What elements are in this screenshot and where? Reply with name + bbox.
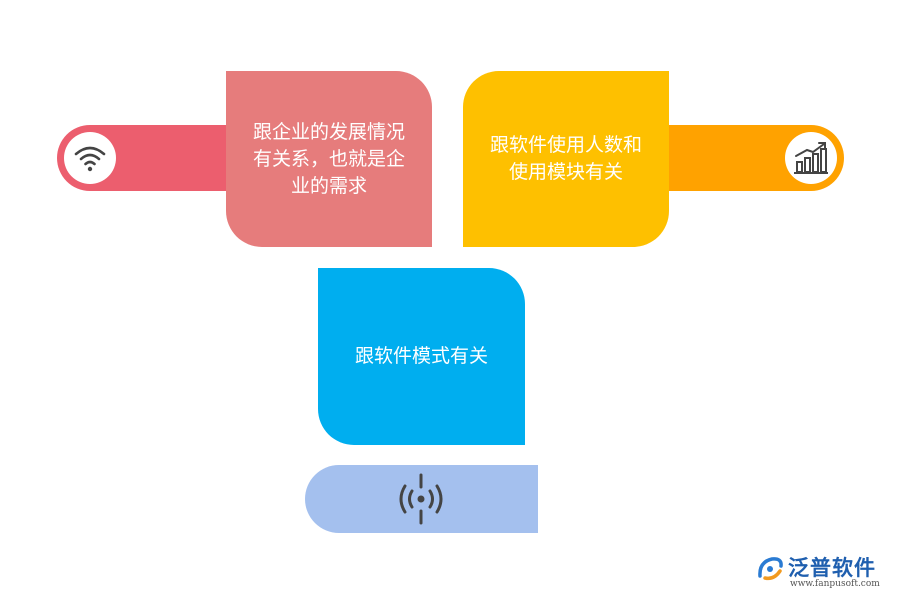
fanpu-logo-mark bbox=[758, 557, 783, 581]
tab-mode bbox=[305, 465, 538, 533]
card-mode: 跟软件模式有关 bbox=[318, 268, 525, 445]
bar-chart-icon bbox=[794, 142, 828, 174]
card-enterprise-text: 跟企业的发展情况有关系，也就是企业的需求 bbox=[252, 120, 405, 197]
bar-chart-icon-circle bbox=[785, 132, 837, 184]
wifi-icon-circle bbox=[64, 132, 116, 184]
card-mode-text: 跟软件模式有关 bbox=[354, 345, 488, 367]
tab-users bbox=[669, 125, 844, 191]
card-users-text: 跟软件使用人数和使用模块有关 bbox=[489, 134, 642, 183]
broadcast-icon bbox=[399, 473, 443, 525]
fanpu-logo-brand: 泛普软件 bbox=[788, 556, 876, 580]
tab-enterprise bbox=[57, 125, 232, 191]
card-users: 跟软件使用人数和使用模块有关 bbox=[463, 71, 669, 247]
fanpu-logo-url: www.fanpusoft.com bbox=[790, 579, 880, 589]
wifi-icon bbox=[74, 146, 106, 172]
card-enterprise: 跟企业的发展情况有关系，也就是企业的需求 bbox=[226, 71, 432, 247]
fanpu-logo: 泛普软件 www.fanpusoft.com bbox=[756, 552, 886, 592]
